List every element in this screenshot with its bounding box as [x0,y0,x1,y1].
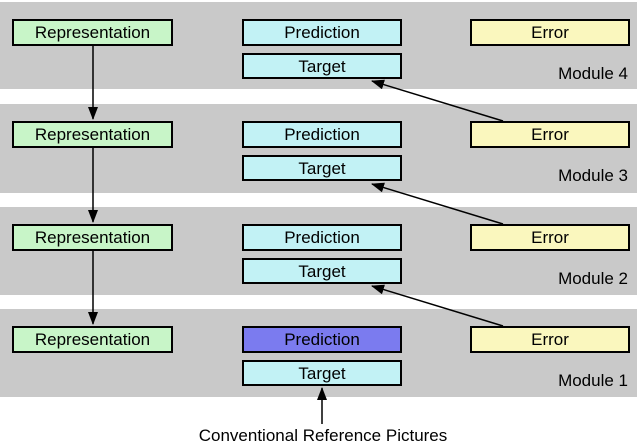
error-box: Error [470,121,630,148]
representation-box: Representation [12,121,173,148]
error-box: Error [470,224,630,251]
caption: Conventional Reference Pictures [198,426,448,445]
module-4-band: Representation Prediction Target Error M… [0,2,637,89]
representation-box: Representation [12,326,173,353]
prediction-box: Prediction [242,224,402,251]
representation-box: Representation [12,224,173,251]
target-box: Target [242,53,402,79]
module-1-band: Representation Prediction Target Error M… [0,309,637,397]
target-box: Target [242,360,402,386]
target-box: Target [242,258,402,284]
module-label: Module 2 [558,269,628,288]
prediction-box: Prediction [242,326,402,353]
module-label: Module 1 [558,371,628,390]
module-label: Module 4 [558,64,628,83]
prediction-box: Prediction [242,19,402,46]
error-box: Error [470,19,630,46]
target-box: Target [242,155,402,181]
module-2-band: Representation Prediction Target Error M… [0,207,637,295]
representation-box: Representation [12,19,173,46]
prediction-box: Prediction [242,121,402,148]
error-box: Error [470,326,630,353]
module-label: Module 3 [558,166,628,185]
module-3-band: Representation Prediction Target Error M… [0,104,637,193]
